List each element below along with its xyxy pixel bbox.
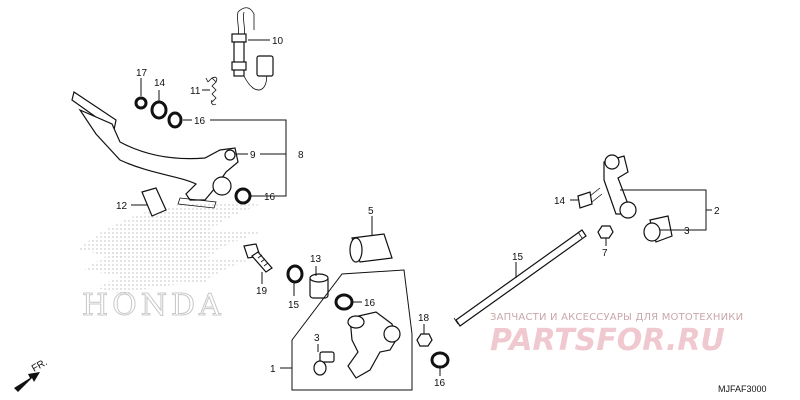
- part-16-oring-mid: [334, 293, 354, 311]
- part-15-washer: [286, 264, 304, 284]
- part-3-joint-lower: [313, 351, 335, 376]
- part-10-rubber-pad: [141, 187, 167, 217]
- callout-2: 2: [714, 206, 720, 217]
- callout-18: 17: [136, 68, 148, 79]
- part-2-shift-arm: [603, 154, 637, 219]
- part-17-nut: [416, 333, 433, 347]
- callout-3-upper: 3: [684, 226, 690, 237]
- part-16-oring-pedal: [234, 187, 252, 205]
- part-3-joint-upper: [643, 215, 673, 243]
- leader-lines: [131, 39, 712, 391]
- callout-labels: 10 11 17 14 16 9 8 12 16 13 15 19 5 16 1…: [116, 36, 720, 389]
- callout-3-lower: 3: [314, 333, 320, 344]
- callout-7: 7: [602, 248, 608, 259]
- part-8-brake-pedal: [71, 91, 239, 209]
- callout-4: 5: [368, 206, 374, 217]
- diagram-code: MJFAF3000: [718, 384, 767, 394]
- callout-16-lower: 16: [434, 378, 446, 389]
- part-19-bolt: [243, 243, 273, 273]
- callout-17: 18: [418, 313, 430, 324]
- part-13-bolt: [577, 187, 603, 209]
- watermark-brand: PARTSFOR.RU: [490, 323, 725, 358]
- part-5-brake-switch: [231, 7, 274, 91]
- callout-12: 14: [154, 78, 166, 89]
- part-18-snap-ring: [134, 96, 148, 110]
- callout-10: 12: [116, 201, 128, 212]
- callout-6: 11: [190, 86, 201, 97]
- part-11-collar: [309, 273, 329, 299]
- callout-13: 14: [554, 196, 566, 207]
- callout-8: 8: [298, 150, 304, 161]
- callout-14: 15: [512, 252, 524, 263]
- part-16-oring-lower: [430, 351, 450, 369]
- callout-5: 10: [272, 36, 284, 47]
- callout-1: 1: [270, 364, 276, 375]
- callout-16-pedal: 16: [264, 192, 276, 203]
- callout-9: 9: [250, 150, 256, 161]
- watermark-tagline: ЗАПЧАСТИ И АКСЕССУАРЫ ДЛЯ МОТОТЕХНИКИ: [490, 312, 743, 323]
- part-4-shift-rubber: [349, 233, 393, 263]
- honda-logo-text: HONDA: [82, 288, 225, 323]
- part-6-spring: [205, 76, 218, 106]
- honda-wing-logo: HONDA: [78, 202, 262, 324]
- part-12-washer: [150, 100, 168, 120]
- part-16-oring-upper: [167, 111, 183, 129]
- front-direction-arrow: FR.: [14, 357, 49, 392]
- callout-15: 15: [288, 300, 300, 311]
- front-direction-label: FR.: [30, 357, 49, 375]
- part-7-nut: [597, 225, 614, 239]
- part-1-shift-lever: [347, 311, 401, 379]
- part-14-shift-rod: [453, 229, 587, 327]
- callout-19: 19: [256, 286, 268, 297]
- callout-16-mid: 16: [364, 298, 376, 309]
- callout-11: 13: [310, 254, 322, 265]
- callout-16-upper: 16: [194, 116, 206, 127]
- watermark: ЗАПЧАСТИ И АКСЕССУАРЫ ДЛЯ МОТОТЕХНИКИ PA…: [490, 312, 743, 358]
